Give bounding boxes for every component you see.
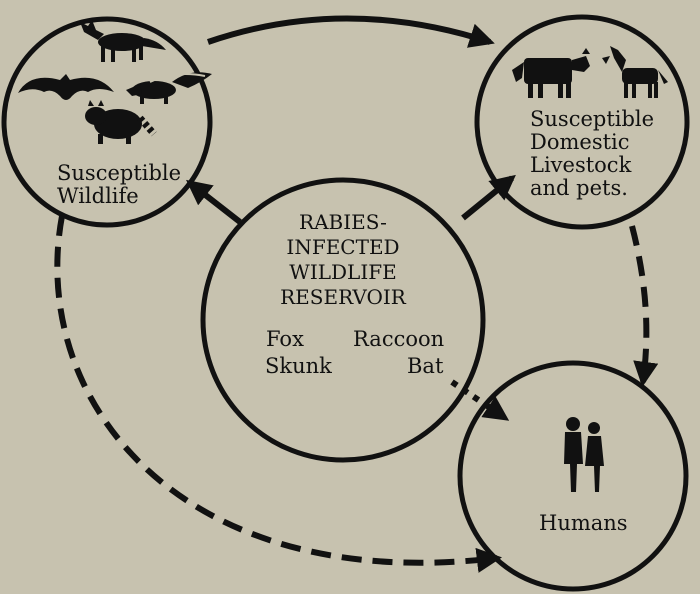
reservoir-animal-skunk: Skunk [265, 355, 332, 378]
reservoir-title-line: RESERVOIR [243, 285, 443, 310]
domestic-label-line: Livestock [530, 154, 654, 177]
humans-icon [564, 417, 604, 492]
humans-label: Humans [539, 512, 628, 535]
wildlife-label: Susceptible Wildlife [57, 162, 181, 208]
domestic-label-line: Susceptible [530, 108, 654, 131]
reservoir-title-line: RABIES- [243, 210, 443, 235]
domestic-label-line: Domestic [530, 131, 654, 154]
wildlife-label-line: Wildlife [57, 185, 181, 208]
reservoir-animal-bat: Bat [407, 355, 443, 378]
edge-reservoir-to-domestic [463, 178, 512, 218]
domestic-label: Susceptible Domestic Livestock and pets. [530, 108, 654, 200]
reservoir-title-line: WILDLIFE [243, 260, 443, 285]
edge-domestic-to-humans [632, 226, 646, 382]
skunk-icon [126, 72, 212, 104]
fox-icon [80, 20, 166, 62]
domestic-label-line: and pets. [530, 177, 654, 200]
edge-wildlife-to-domestic [208, 19, 490, 43]
raccoon-icon [85, 100, 154, 144]
cow-icon [512, 48, 590, 98]
reservoir-animal-fox: Fox [266, 328, 304, 351]
wildlife-label-line: Susceptible [57, 162, 181, 185]
reservoir-title-line: INFECTED [243, 235, 443, 260]
reservoir-title: RABIES- INFECTED WILDLIFE RESERVOIR [243, 210, 443, 310]
edge-reservoir-to-wildlife [190, 183, 240, 222]
reservoir-animal-raccoon: Raccoon [353, 328, 444, 351]
bat-icon [18, 74, 114, 100]
dog-icon [602, 46, 668, 98]
